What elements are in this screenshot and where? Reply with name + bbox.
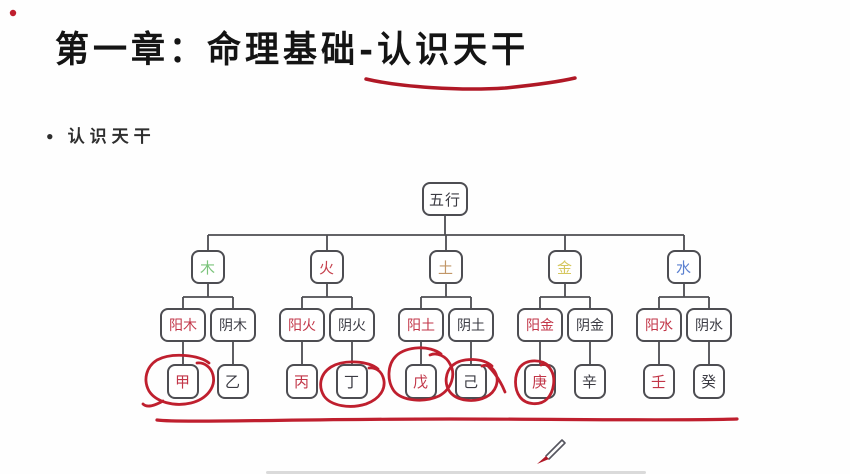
node-stem-bing: 丙 (286, 364, 318, 399)
title-underline-annotation (364, 76, 577, 91)
node-yang-fire: 阳火 (279, 308, 325, 342)
node-wood: 木 (191, 250, 225, 284)
node-stem-ding: 丁 (336, 364, 368, 399)
node-yin-water: 阴水 (686, 308, 732, 342)
node-stem-jia: 甲 (167, 364, 199, 399)
node-stem-wu: 戊 (405, 364, 437, 399)
node-earth: 土 (429, 250, 463, 284)
page-title: 第一章：命理基础-认识天干 (55, 29, 530, 72)
node-yang-earth: 阳土 (398, 308, 444, 342)
node-yang-metal: 阳金 (517, 308, 563, 342)
bullet-marker: • (45, 128, 60, 146)
node-yin-wood: 阴木 (210, 308, 256, 342)
node-water: 水 (667, 250, 701, 284)
node-yang-wood: 阳木 (160, 308, 206, 342)
node-stem-geng: 庚 (524, 364, 556, 399)
bottom-line-annotation (155, 417, 739, 423)
node-yin-fire: 阴火 (329, 308, 375, 342)
red-dot-mark (9, 9, 17, 17)
node-wuxing-root: 五行 (422, 182, 468, 216)
node-fire: 火 (310, 250, 344, 284)
node-stem-xin: 辛 (574, 364, 606, 399)
node-stem-gui: 癸 (693, 364, 725, 399)
node-yin-metal: 阴金 (567, 308, 613, 342)
bullet-text: 认识天干 (67, 127, 156, 147)
node-yin-earth: 阴土 (448, 308, 494, 342)
node-yang-water: 阳水 (636, 308, 682, 342)
node-metal: 金 (548, 250, 582, 284)
node-stem-ji: 己 (455, 364, 487, 399)
node-stem-ren: 壬 (643, 364, 675, 399)
bullet-item: • 认识天干 (45, 122, 156, 147)
pen-cursor-icon (537, 439, 566, 464)
node-stem-yi: 乙 (217, 364, 249, 399)
